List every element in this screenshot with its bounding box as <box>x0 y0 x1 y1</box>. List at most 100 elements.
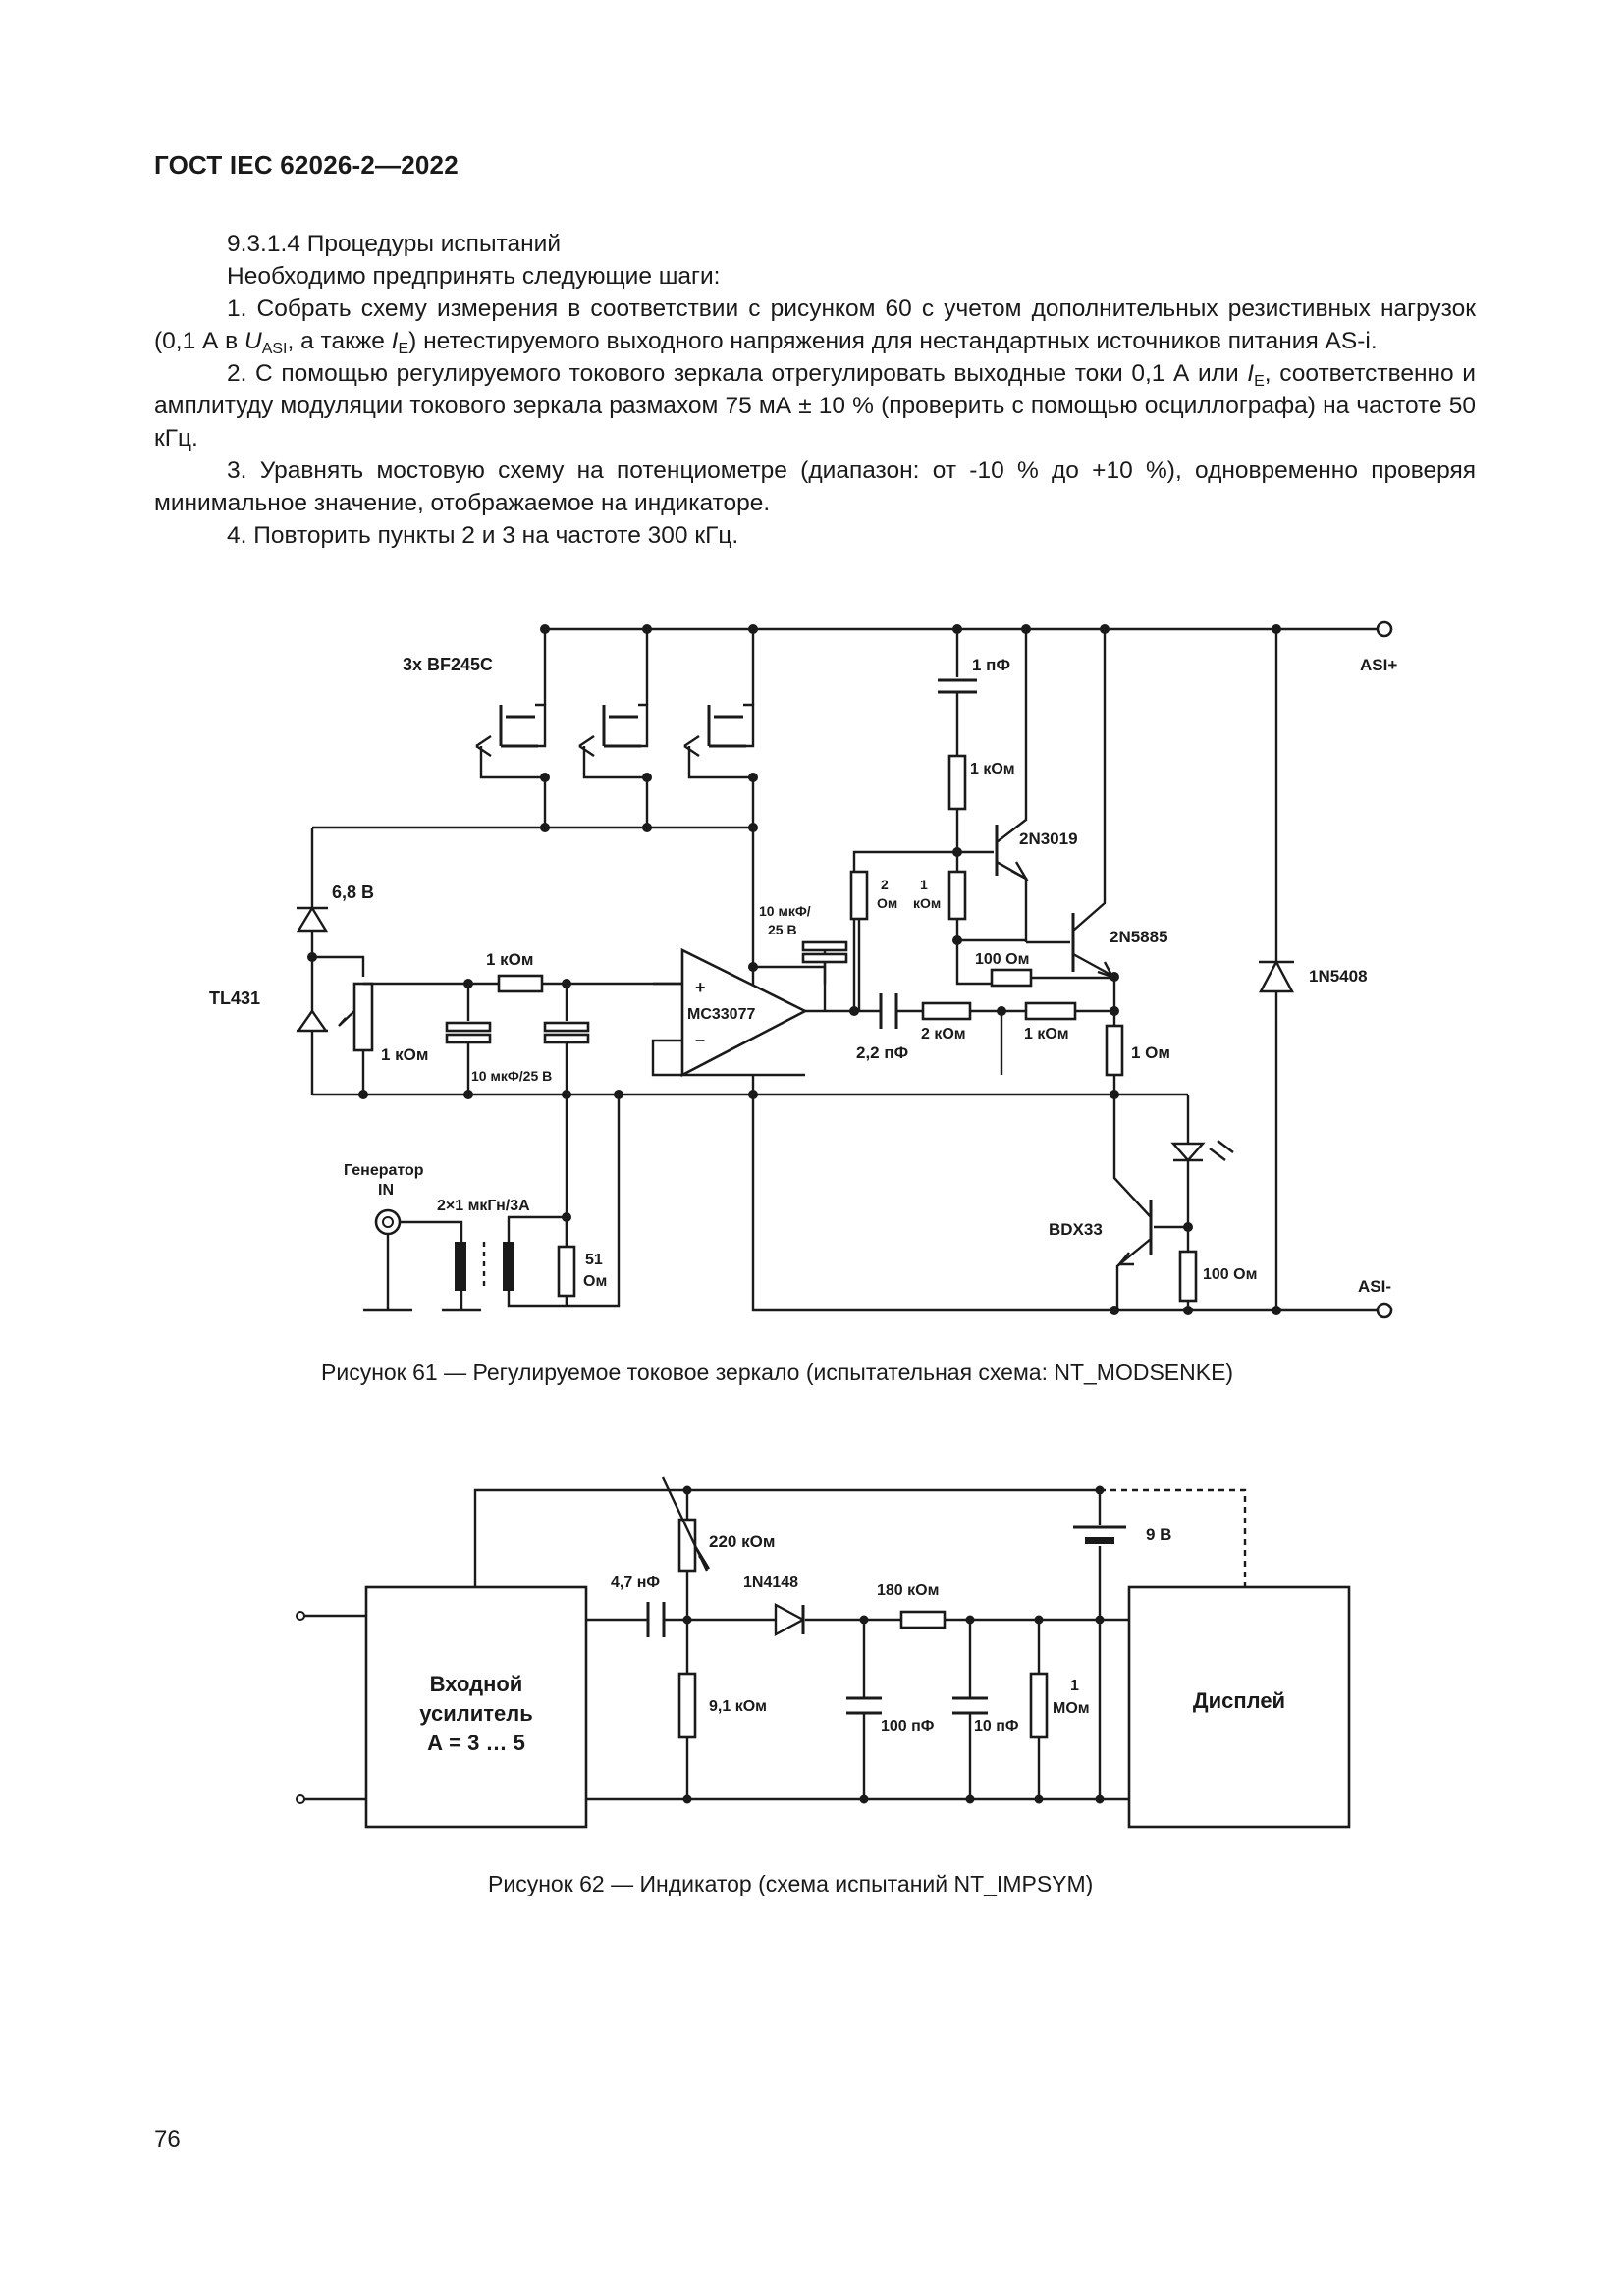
step-4: 4. Повторить пункты 2 и 3 на частоте 300… <box>227 522 739 549</box>
resistor-1-ohm <box>1105 1024 1124 1077</box>
label-r1k-out: 1 кОм <box>1024 1026 1069 1042</box>
step-3: 3. Уравнять мостовую схему на потенциоме… <box>154 457 1476 516</box>
label-r1-b: кОм <box>913 895 941 911</box>
label-c1pf: 1 пФ <box>972 656 1010 674</box>
label-r100-low: 100 Ом <box>1203 1266 1257 1283</box>
label-opamp-minus: – <box>695 1030 705 1049</box>
zener-diode <box>296 905 329 1011</box>
input-amplifier-block <box>364 1585 588 1829</box>
fet-2 <box>578 703 649 779</box>
tl431-diode <box>296 1008 329 1095</box>
label-2n3019: 2N3019 <box>1019 829 1078 848</box>
fet-3 <box>683 703 755 779</box>
figure-61-junctions <box>307 624 1281 1315</box>
label-r2k: 2 кОм <box>921 1026 966 1042</box>
q2-base-wire <box>1026 940 1114 980</box>
fet-1 <box>475 703 547 779</box>
symbol-i-2: I <box>1247 360 1255 387</box>
label-r1m-a: 1 <box>1070 1678 1079 1694</box>
input-terminal-top <box>296 1611 305 1621</box>
cap-10uf-1b <box>445 1033 492 1044</box>
label-zener: 6,8 В <box>332 882 374 902</box>
symbol-u: U <box>244 328 262 354</box>
label-fets: 3x BF245C <box>403 655 493 674</box>
resistor-1k-input <box>497 974 544 993</box>
label-opamp-plus: + <box>695 978 706 997</box>
symbol-i-2-sub: E <box>1254 373 1265 390</box>
resistor-1k-out <box>1024 1001 1077 1021</box>
step-1-text-b: , а также <box>287 328 392 354</box>
label-pot: 1 кОм <box>381 1045 429 1064</box>
label-bdx33: BDX33 <box>1049 1220 1103 1239</box>
cap-4-7nf <box>646 1602 666 1637</box>
cap-10uf-2a <box>543 1021 590 1033</box>
section-title: 9.3.1.4 Процедуры испытаний <box>227 231 562 257</box>
q1-arrow <box>1010 861 1030 882</box>
input-wires <box>304 1614 366 1801</box>
resistor-180k <box>899 1610 947 1629</box>
led-rays <box>1209 1140 1234 1161</box>
resistor-1k-small <box>947 870 967 921</box>
coil-2 <box>503 1242 514 1291</box>
pot-220k-arrow <box>661 1476 711 1572</box>
label-r1m-b: МОм <box>1053 1700 1090 1717</box>
label-c10uf-b: 25 В <box>768 922 797 937</box>
label-amp-b: усилитель <box>419 1701 532 1726</box>
feedback-wires <box>852 850 1114 1075</box>
label-battery: 9 В <box>1146 1525 1171 1544</box>
step-2: 2. С помощью регулируемого токового зерк… <box>154 357 1476 454</box>
figure-61-caption: Рисунок 61 — Регулируемое токовое зеркал… <box>321 1360 1234 1385</box>
label-c47: 4,7 нФ <box>611 1575 660 1591</box>
figure-62-schematic: 220 кОм 9 В 4,7 нФ 1N4148 180 кОм Входно… <box>296 1476 1351 1829</box>
tl431-ref <box>312 955 365 977</box>
label-2n5885: 2N5885 <box>1110 928 1168 946</box>
bdx-arrow <box>1116 1252 1134 1266</box>
label-coil: 2×1 мкГн/3А <box>437 1198 530 1214</box>
label-r220k: 220 кОм <box>709 1532 775 1551</box>
section-text: 9.3.1.4 Процедуры испытаний Необходимо п… <box>154 228 1476 552</box>
diode-1n5408 <box>1259 959 1294 993</box>
input-terminal-bottom <box>296 1794 305 1804</box>
label-cap-pair: 10 мкФ/25 В <box>471 1068 552 1084</box>
transformer-wires <box>442 1095 621 1312</box>
resistor-100-ohm-mid <box>990 968 1033 988</box>
cap-10uf-a <box>801 940 848 952</box>
label-c100p: 100 пФ <box>881 1718 935 1735</box>
cap-100pf <box>846 1696 882 1715</box>
label-c10uf-a: 10 мкФ/ <box>759 903 811 919</box>
symbol-i-sub: E <box>398 341 409 357</box>
resistor-1k-top <box>947 754 967 811</box>
label-c22: 2,2 пФ <box>856 1043 908 1062</box>
label-r51-b: Ом <box>583 1273 607 1290</box>
cap-wires <box>862 1620 972 1799</box>
label-gen-a: Генератор <box>344 1162 424 1179</box>
step-1-text-c: ) нетестируемого выходного напряжения дл… <box>408 328 1378 354</box>
label-r1k-top: 1 кОм <box>970 761 1015 777</box>
page-number: 76 <box>154 2126 181 2153</box>
figure-62-caption: Рисунок 62 — Индикатор (схема испытаний … <box>488 1871 1094 1896</box>
label-r1k-in: 1 кОм <box>486 950 534 969</box>
diode-1n4148 <box>774 1602 806 1637</box>
cap-10uf-b <box>801 952 848 964</box>
asi-minus-rail <box>751 1075 1380 1312</box>
resistor-2k <box>921 1001 972 1021</box>
bdx33 <box>1112 1168 1152 1310</box>
label-r100-mid: 100 Ом <box>975 951 1029 968</box>
step-2-text-a: 2. С помощью регулируемого токового зерк… <box>227 360 1248 387</box>
opamp-mc33077 <box>680 947 808 1078</box>
section-intro: Необходимо предпринять следующие шаги: <box>227 263 721 290</box>
battery-short-plate <box>1085 1537 1114 1544</box>
asi-minus-terminal <box>1376 1302 1393 1319</box>
figure-61-schematic: 3x BF245C 1 пФ ASI+ 1 кОм 2N3019 2 Ом 1 … <box>209 620 1397 1319</box>
cap-pair-top <box>466 984 568 1021</box>
opamp-inputs <box>651 982 805 1077</box>
q1-2n3019 <box>996 629 1028 942</box>
label-r1-a: 1 <box>920 877 928 892</box>
q2-2n5885 <box>1072 629 1115 979</box>
fet-source-bus <box>312 777 755 829</box>
label-amp-c: А = 3 … 5 <box>427 1731 525 1755</box>
label-amp-a: Входной <box>430 1672 523 1696</box>
step-2-text-b: , соответственно и амплитуду модуляции т… <box>154 360 1476 452</box>
label-asi-minus: ASI- <box>1358 1277 1391 1296</box>
